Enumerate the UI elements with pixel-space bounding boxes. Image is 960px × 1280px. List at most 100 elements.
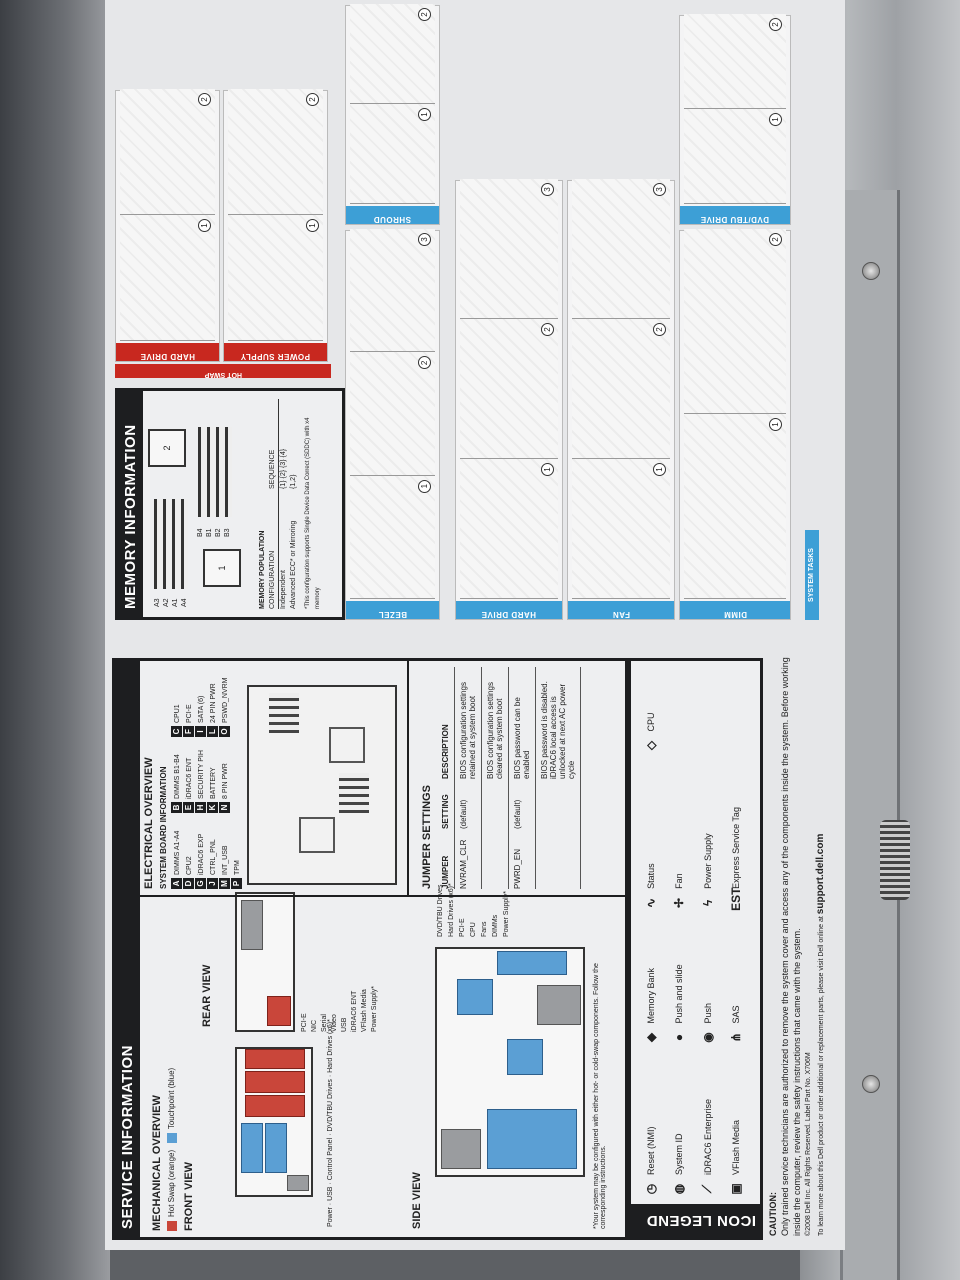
board-legend-item: HSECURITY PIH (195, 738, 206, 813)
task-step: 3 (572, 179, 670, 319)
system-board-diagram (247, 685, 397, 885)
mechanical-overview: MECHANICAL OVERVIEW Hot Swap (orange) To… (145, 961, 199, 1231)
icon-legend-item: ◇CPU (639, 669, 663, 754)
board-info-title: SYSTEM BOARD INFORMATION (159, 766, 168, 889)
task-step: 2 (120, 89, 215, 215)
electrical-title: ELECTRICAL OVERVIEW (143, 757, 155, 889)
caution-text: Only trained service technicians are aut… (780, 657, 802, 1236)
chassis-rail (840, 190, 900, 1280)
latch-spring (880, 820, 910, 900)
icon-legend-item: ●Push and slide (667, 921, 691, 1046)
board-legend-item: L24 PIN PWR (207, 662, 218, 737)
screw-icon (862, 262, 880, 280)
jumper-row: BIOS password is disabled. iDRAC6 local … (536, 667, 581, 889)
icon-legend-item: ◉Push (696, 921, 720, 1046)
background-left (0, 0, 110, 1280)
icon-legend-item: ◷Reset (NMI) (639, 1055, 663, 1197)
touchpoint-swatch (167, 1133, 177, 1144)
service-information-panel: SERVICE INFORMATION MECHANICAL OVERVIEW … (112, 658, 628, 1240)
jumper-row: NVRAM_CLR(default)BIOS configuration set… (455, 667, 482, 889)
support-link[interactable]: support.dell.com (815, 833, 826, 915)
task-tag: HARD DRIVE (116, 343, 219, 361)
side-view-title: SIDE VIEW (411, 1172, 423, 1229)
icon-legend-item: ∿Status (639, 764, 663, 911)
board-legend-item: FPCI-E (183, 662, 194, 737)
icon-legend-item: ▣VFlash Media (724, 1055, 748, 1197)
icon-legend-title: ICON LEGEND (631, 1204, 760, 1237)
task-step: 1 (460, 459, 558, 599)
task-step: 2 (350, 352, 435, 476)
screw-icon (862, 1075, 880, 1093)
legend-icon: ∿ (644, 897, 658, 908)
task-tag: DVD/TBU DRIVE (680, 206, 790, 224)
task-step: 2 (460, 319, 558, 459)
hot-swap-header: HOT SWAP (115, 364, 331, 378)
front-view-diagram (235, 1047, 313, 1197)
task-step: 1 (350, 104, 435, 204)
task-tag: SHROUD (346, 206, 439, 224)
hot-swap-swatch (167, 1221, 177, 1231)
cpu2-socket: 2 (148, 429, 186, 467)
task-tag: FAN (568, 601, 674, 619)
board-legend-item: EiDRAC6 ENT (183, 738, 194, 813)
task-tag: HARD DRIVE (456, 601, 562, 619)
memory-title: MEMORY INFORMATION (118, 391, 143, 617)
system-tasks-header: SYSTEM TASKS (805, 530, 819, 620)
more-info: To learn more about this Dell product or… (818, 916, 825, 1236)
task-step: 2 (350, 4, 435, 104)
legend-icon: EST (728, 887, 743, 911)
mech-title: MECHANICAL OVERVIEW (151, 1095, 163, 1231)
caution-block: CAUTION: Only trained service technician… (767, 656, 828, 1236)
board-legend-item: GiDRAC6 EXP (195, 814, 206, 889)
icon-legend-item: ⋔SAS (724, 921, 748, 1046)
task-step: 1 (350, 475, 435, 599)
task-tag: POWER SUPPLY (224, 343, 327, 361)
board-legend-item: CCPU1 (171, 662, 182, 737)
board-legend-item: ADIMMS A1-A4 (171, 814, 182, 889)
icon-legend-item: ⟋iDRAC6 Enterprise (696, 1055, 720, 1197)
icon-legend-item: ◍System ID (667, 1055, 691, 1197)
legend-icon: ▣ (728, 1183, 743, 1195)
task-step: 2 (228, 89, 323, 215)
jumper-row: PWRD_EN(default)BIOS password can be ena… (509, 667, 536, 889)
legend-icon: ● (672, 1033, 687, 1042)
board-legend-item: PTPM (231, 814, 242, 889)
board-legend-item: ISATA (6) (195, 662, 206, 737)
icon-legend-item: ✢Fan (667, 764, 691, 911)
task-step: 1 (228, 215, 323, 341)
board-legend-item: KBATTERY (207, 738, 218, 813)
legend-icon: ϟ (700, 899, 715, 907)
side-view-diagram (435, 947, 585, 1177)
task-tag: DIMM (680, 601, 790, 619)
legend-hot: Hot Swap (orange) (167, 1149, 177, 1217)
front-view-title: FRONT VIEW (183, 1161, 195, 1231)
service-label: SERVICE INFORMATION MECHANICAL OVERVIEW … (105, 0, 845, 1250)
caution-title: CAUTION: (768, 1192, 778, 1236)
task-step: 1 (684, 414, 786, 599)
jumper-row: BIOS configuration settings cleared at s… (482, 667, 509, 889)
task-step: 3 (350, 229, 435, 353)
icon-legend-item: ◆Memory Bank (639, 921, 663, 1046)
icon-legend: ICON LEGEND ◷Reset (NMI)◍System ID⟋iDRAC… (628, 658, 763, 1240)
board-legend-item: OPSWD_NVRM (219, 662, 230, 737)
board-legend-item: DCPU2 (183, 814, 194, 889)
legend-icon: ◉ (700, 1032, 715, 1043)
legend-touch: Touchpoint (blue) (167, 1067, 177, 1130)
rear-view-diagram (235, 892, 295, 1032)
task-step: 2 (684, 229, 786, 414)
